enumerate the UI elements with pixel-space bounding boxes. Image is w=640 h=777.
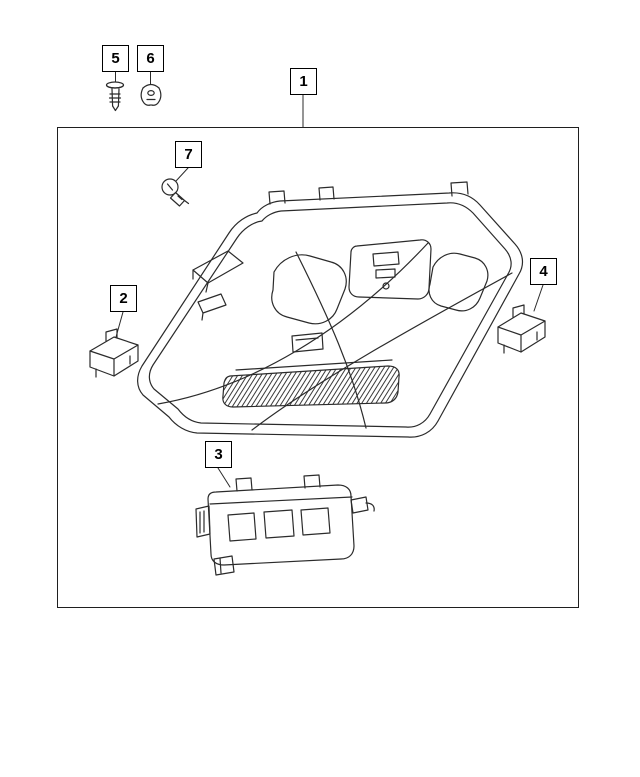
- callout-3-label: 3: [214, 446, 223, 463]
- callout-4-label: 4: [539, 263, 548, 280]
- assembly-boundary-frame: [57, 127, 579, 608]
- overhead-console-art: [138, 182, 523, 437]
- console-inner-bezel: [149, 203, 511, 427]
- callout-5[interactable]: 5: [102, 45, 129, 72]
- center-switch-panel: [349, 240, 431, 299]
- callout-7[interactable]: 7: [175, 141, 202, 168]
- left-lamp-opening: [272, 255, 346, 324]
- switch-module-art: [196, 475, 374, 575]
- module-body: [208, 485, 354, 565]
- callout-1[interactable]: 1: [290, 68, 317, 95]
- callout-3[interactable]: 3: [205, 441, 232, 468]
- bin-door-hatched: [223, 366, 399, 407]
- retainer-clip-art: [141, 85, 161, 106]
- bulb-art: [162, 179, 189, 206]
- callout-2[interactable]: 2: [110, 285, 137, 312]
- callout-7-label: 7: [184, 146, 193, 163]
- leader-line-7: [176, 168, 188, 181]
- left-bracket-art: [90, 329, 138, 377]
- callout-2-label: 2: [119, 290, 128, 307]
- callout-4[interactable]: 4: [530, 258, 557, 285]
- right-lamp-opening: [429, 253, 488, 311]
- callout-6-label: 6: [146, 50, 155, 67]
- leader-lines: [116, 71, 544, 487]
- callout-1-label: 1: [299, 73, 308, 90]
- leader-line-3: [218, 468, 230, 487]
- callout-6[interactable]: 6: [137, 45, 164, 72]
- right-bracket-art: [498, 305, 545, 353]
- pushpin-fastener-art: [107, 82, 124, 111]
- leader-line-4: [534, 285, 543, 311]
- callout-5-label: 5: [111, 50, 120, 67]
